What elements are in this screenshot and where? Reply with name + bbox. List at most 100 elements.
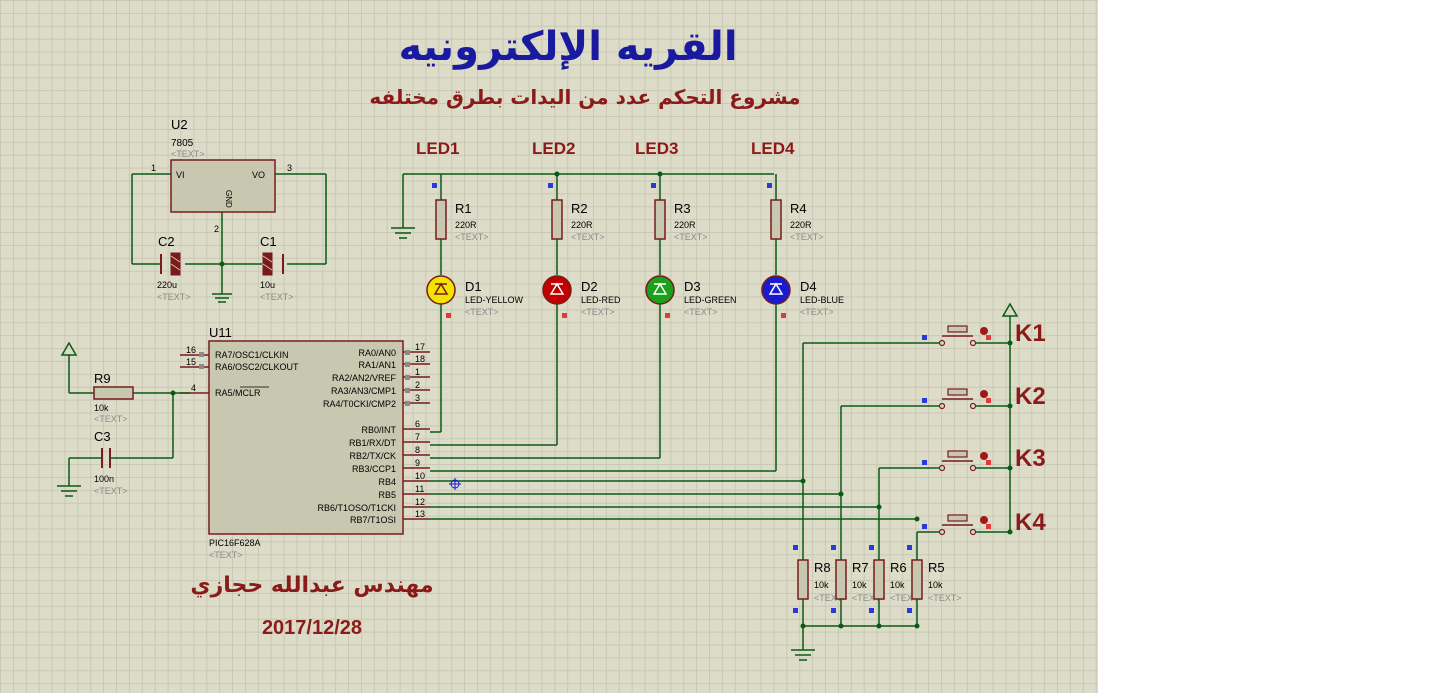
- led-d3[interactable]: [645, 275, 675, 305]
- pin-marker: [986, 335, 991, 340]
- power-arrow-switches: [1001, 302, 1019, 532]
- pin-number: 17: [415, 342, 425, 352]
- pin-marker: [922, 524, 927, 529]
- pin-marker: [405, 350, 410, 355]
- pin-number: 8: [415, 445, 420, 455]
- switch-label: K3: [1015, 445, 1046, 472]
- cursor-crosshair: [449, 478, 461, 490]
- switch-contact: [969, 528, 977, 536]
- resistor-r9-value: 10k: [94, 403, 109, 413]
- pin-number: 16: [186, 345, 196, 355]
- regulator-u2[interactable]: U2 7805 <TEXT> VI VO GND 1 3 2: [151, 117, 292, 234]
- switch-k3[interactable]: K3: [878, 445, 1046, 560]
- resistor-r9-text-placeholder: <TEXT>: [94, 414, 128, 424]
- capacitor-c1-ref: C1: [260, 234, 277, 249]
- junction-dot: [1007, 529, 1013, 535]
- pin-marker: [907, 608, 912, 613]
- resistor-text-placeholder: <TEXT>: [928, 593, 962, 603]
- pin-marker: [432, 183, 437, 188]
- capacitor-c3[interactable]: [98, 448, 133, 468]
- switch-k4[interactable]: K4: [916, 509, 1046, 560]
- resistor-r2[interactable]: [551, 199, 563, 240]
- resistor-text-placeholder: <TEXT>: [455, 232, 489, 242]
- pin-name: RB4: [378, 477, 396, 487]
- resistor-r1[interactable]: [435, 199, 447, 240]
- led-d1[interactable]: [426, 275, 456, 305]
- resistor-value: 10k: [852, 580, 867, 590]
- power-arrow-reset: [60, 341, 78, 356]
- resistor-body: [911, 559, 923, 600]
- pin-number: 9: [415, 458, 420, 468]
- resistor-value: 220R: [571, 220, 593, 230]
- pin-marker: [869, 545, 874, 550]
- switch-k2[interactable]: K2: [840, 383, 1046, 560]
- diode-symbol: [549, 282, 565, 295]
- pin-number: 4: [191, 383, 196, 393]
- diode-ref: D3: [684, 279, 701, 294]
- pin-number: 7: [415, 432, 420, 442]
- resistor-r3[interactable]: [654, 199, 666, 240]
- switch-k1[interactable]: K1: [802, 320, 1046, 560]
- resistor-ref: R2: [571, 201, 588, 216]
- pin-number: 18: [415, 354, 425, 364]
- regulator-pin-vi: VI: [176, 170, 185, 180]
- switch-button: [947, 450, 968, 458]
- date-label: 2017/12/28: [262, 617, 362, 639]
- capacitor-c1[interactable]: C1 10u <TEXT>: [260, 234, 294, 302]
- ground-symbol-switches: [791, 626, 815, 661]
- resistor-body: [835, 559, 847, 600]
- capacitor-c2-ref: C2: [158, 234, 175, 249]
- switch-contact: [969, 339, 977, 347]
- pulldown-resistors: R810k<TEXT>R710k<TEXT>R610k<TEXT>R510k<T…: [793, 545, 962, 629]
- ground-symbol-ps: [212, 293, 232, 303]
- diode-type: LED-GREEN: [684, 295, 737, 305]
- diode-symbol: [433, 282, 449, 295]
- junction-dot: [838, 491, 844, 497]
- led-label: LED3: [635, 139, 678, 158]
- resistor-body: [873, 559, 885, 600]
- led-d2[interactable]: [542, 275, 572, 305]
- junction-dot: [800, 478, 806, 484]
- pin-number: 12: [415, 497, 425, 507]
- diode-type: LED-YELLOW: [465, 295, 524, 305]
- resistor-text-placeholder: <TEXT>: [890, 593, 924, 603]
- regulator-pin-3: 3: [287, 163, 292, 173]
- pin-name: RB6/T1OSO/T1CKI: [317, 503, 396, 513]
- pin-marker: [562, 313, 567, 318]
- diode-text-placeholder: <TEXT>: [581, 307, 615, 317]
- resistor-text-placeholder: <TEXT>: [814, 593, 848, 603]
- junction-dot: [876, 504, 882, 510]
- switch-indicator: [980, 390, 988, 398]
- switch-button: [947, 388, 968, 396]
- resistor-r4[interactable]: [770, 199, 782, 240]
- microcontroller-text-placeholder: <TEXT>: [209, 550, 243, 560]
- switch-label: K2: [1015, 383, 1046, 410]
- regulator-type: 7805: [171, 138, 194, 149]
- resistor-ref: R6: [890, 560, 907, 575]
- capacitor-c2[interactable]: C2 220u <TEXT>: [157, 234, 191, 302]
- microcontroller-u11[interactable]: U11 PIC16F628A <TEXT>: [208, 325, 404, 560]
- pin-marker: [199, 364, 204, 369]
- pin-marker: [781, 313, 786, 318]
- pin-marker: [665, 313, 670, 318]
- junction-dot: [219, 261, 225, 267]
- resistor-r9[interactable]: R9 10k <TEXT>: [93, 371, 134, 424]
- switch-contact: [938, 402, 946, 410]
- led-label: LED4: [751, 139, 795, 158]
- pin-marker: [831, 608, 836, 613]
- pin-number: 15: [186, 357, 196, 367]
- pin-marker: [869, 608, 874, 613]
- pin-marker: [907, 545, 912, 550]
- junction-dot: [657, 171, 663, 177]
- junction-dot: [554, 171, 560, 177]
- pin-name: RB7/T1OSI: [350, 515, 396, 525]
- led-d4[interactable]: [761, 275, 791, 305]
- reset-circuit: [68, 355, 190, 486]
- resistor-ref: R8: [814, 560, 831, 575]
